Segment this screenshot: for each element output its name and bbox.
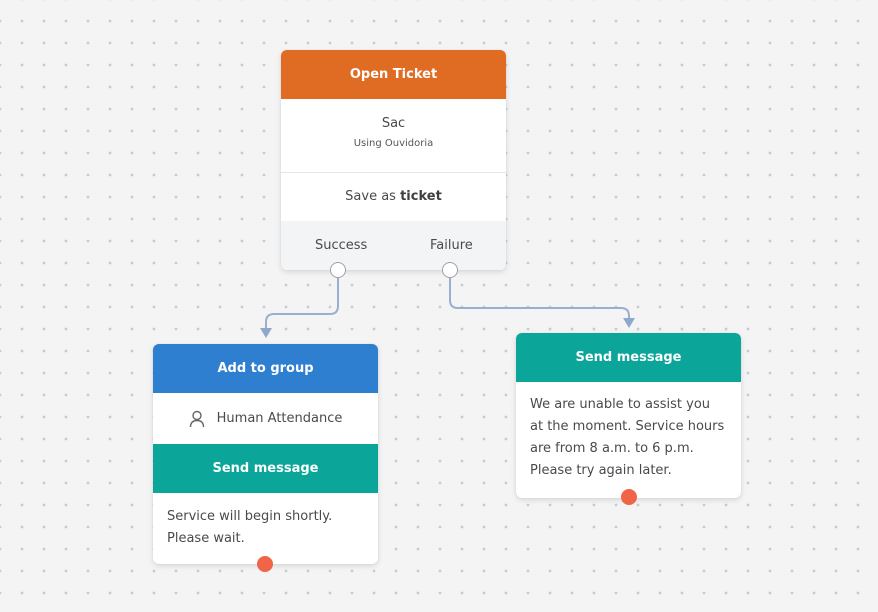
success-label: Success [315,238,368,253]
section-divider [281,172,506,173]
group-exit-handle[interactable] [257,556,273,572]
success-arrow-icon [260,328,272,338]
open-ticket-header: Open Ticket [281,50,506,99]
failure-message-text: We are unable to assist you at the momen… [530,397,725,478]
add-to-group-node[interactable]: Add to group Human Attendance Send messa… [153,344,378,572]
send-message-title: Send message [212,461,319,476]
group-name: Human Attendance [216,411,343,426]
failure-message-header: Send message [516,333,741,382]
send-message-header: Send message [153,444,378,493]
failure-arrow-icon [623,318,635,328]
outcome-section: Success Failure [281,221,506,270]
failure-handle[interactable] [442,262,458,278]
failure-message-node[interactable]: Send message We are unable to assist you… [516,333,741,505]
person-icon [189,410,205,428]
queue-using: Using Ouvidoria [353,138,434,149]
open-ticket-title: Open Ticket [349,67,438,82]
add-to-group-header: Add to group [153,344,378,393]
save-as-section: Save as ticket [281,173,506,221]
failure-connector [449,278,630,320]
success-handle[interactable] [330,262,346,278]
success-connector [265,278,339,330]
save-as-variable: ticket [400,189,442,204]
group-message-text: Service will begin shortly. Please wait. [167,509,333,546]
failure-exit-handle[interactable] [621,489,637,505]
open-ticket-node[interactable]: Open Ticket Sac Using Ouvidoria Save as … [281,50,506,278]
queue-name: Sac [381,116,406,131]
group-section: Human Attendance [153,393,378,444]
failure-label: Failure [430,238,473,253]
add-to-group-title: Add to group [217,361,314,376]
failure-message-title: Send message [575,350,682,365]
save-as-prefix: Save as [345,189,396,204]
ticket-queue-section: Sac Using Ouvidoria [281,99,506,172]
